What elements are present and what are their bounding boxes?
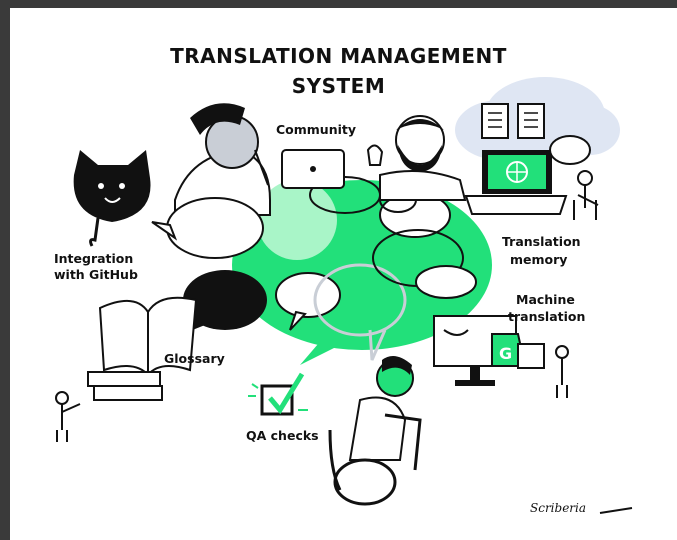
- label-glossary: Glossary: [164, 351, 225, 366]
- label-machine-translation-line2: translation: [508, 309, 586, 324]
- community-laptop: [281, 149, 345, 189]
- github-cat-icon: [73, 150, 151, 247]
- page-title-line2: SYSTEM: [291, 74, 386, 98]
- label-qa-checks: QA checks: [246, 428, 319, 443]
- speech-bubble-white-left: [151, 197, 264, 259]
- label-community: Community: [276, 122, 357, 137]
- label-integration-line1: Integration: [54, 251, 134, 266]
- label-translation-memory-line2: memory: [510, 252, 568, 267]
- label-translation-memory-line1: Translation: [502, 234, 581, 249]
- community-person-right: [366, 115, 467, 201]
- signature-logo: Scriberia: [530, 501, 587, 515]
- central-hub-bubble: [232, 176, 492, 365]
- wheelchair-person: [328, 356, 422, 506]
- page-title: TRANSLATION MANAGEMENT: [170, 44, 507, 68]
- signature-underline: [599, 507, 633, 514]
- svg-text:G: G: [499, 344, 512, 363]
- label-integration-line2: with GitHub: [54, 267, 138, 282]
- translation-memory-group: [455, 77, 620, 220]
- open-book-icon: [55, 296, 198, 442]
- monitor-google-translate-icon: G: [433, 315, 569, 398]
- checkbox-check-icon: [248, 372, 308, 416]
- label-machine-translation-line1: Machine: [516, 292, 575, 307]
